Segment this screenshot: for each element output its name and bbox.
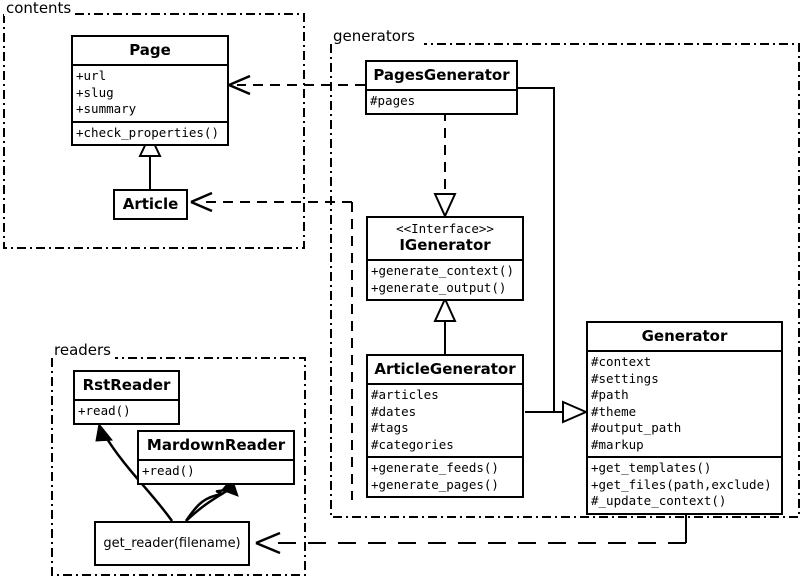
class-member: +slug <box>76 84 114 100</box>
class-member: +generate_pages() <box>371 476 499 492</box>
class-box-rstreader[interactable]: RstReader +read() <box>73 370 180 425</box>
class-member: #theme <box>591 403 637 419</box>
dependency-pagesgenerator-to-article <box>190 191 353 500</box>
class-title-pagesgenerator: PagesGenerator <box>367 62 516 91</box>
creates-getreader-to-mardownreader <box>184 476 239 522</box>
class-methods-igenerator: +generate_context() +generate_output() <box>368 261 522 299</box>
package-label-generators: generators <box>331 27 417 45</box>
class-member: #output_path <box>591 420 682 435</box>
class-methods-generator: +get_templates() +get_files(path,exclude… <box>588 458 781 513</box>
class-member: +read() <box>78 403 131 418</box>
generalization-articlegenerator-to-igenerator <box>433 296 457 354</box>
realization-pagesgenerator-to-igenerator <box>433 111 457 219</box>
class-member: #settings <box>591 370 659 386</box>
class-title-articlegenerator: ArticleGenerator <box>368 356 522 385</box>
class-attributes-articlegenerator: #articles #dates #tags #categories <box>368 385 522 458</box>
class-member: #pages <box>370 93 416 108</box>
package-frame-generators <box>330 43 800 518</box>
class-title-rstreader: RstReader <box>75 372 178 401</box>
dependency-pagesgenerator-to-page <box>228 74 365 96</box>
class-member: +check_properties() <box>76 124 219 140</box>
class-box-generator[interactable]: Generator #context #settings #path #them… <box>586 321 783 515</box>
class-attributes-generator: #context #settings #path #theme #output_… <box>588 352 781 458</box>
class-title-page: Page <box>73 37 227 66</box>
function-box-label: get_reader(filename) <box>103 536 241 551</box>
class-member: #context <box>591 354 652 369</box>
class-box-page[interactable]: Page +url +slug +summary +check_properti… <box>71 35 229 146</box>
class-member: #dates <box>371 403 417 419</box>
class-title-mardownreader: MardownReader <box>139 432 293 461</box>
class-member: #_update_context() <box>591 493 727 508</box>
class-box-igenerator[interactable]: <<Interface>> IGenerator +generate_conte… <box>366 216 524 302</box>
class-attributes-page: +url +slug +summary <box>73 66 227 123</box>
class-methods-articlegenerator: +generate_feeds() +generate_pages() <box>368 458 522 496</box>
class-member: #categories <box>371 436 454 452</box>
generalization-generators-to-generator <box>518 87 589 424</box>
class-member: +generate_context() <box>371 263 514 279</box>
package-frame-readers <box>51 357 306 576</box>
class-box-pagesgenerator[interactable]: PagesGenerator #pages <box>365 60 518 115</box>
class-member: #markup <box>591 436 644 452</box>
class-member: +read() <box>142 463 195 478</box>
package-label-contents: contents <box>4 0 74 17</box>
class-member: +get_templates() <box>591 460 712 475</box>
class-box-articlegenerator[interactable]: ArticleGenerator #articles #dates #tags … <box>366 354 524 498</box>
class-member: +generate_feeds() <box>371 460 499 475</box>
class-member: #path <box>591 387 629 402</box>
class-member: +get_files(path,exclude) <box>591 476 772 492</box>
class-member: +url <box>76 68 107 83</box>
package-label-readers: readers <box>52 341 113 359</box>
class-title-igenerator: <<Interface>> IGenerator <box>368 218 522 262</box>
class-member: #articles <box>371 387 439 402</box>
package-frame-contents <box>3 13 305 249</box>
function-box-get-reader[interactable]: get_reader(filename) <box>94 521 250 566</box>
class-methods-rstreader: +read() <box>75 401 178 423</box>
class-methods-mardownreader: +read() <box>139 461 293 483</box>
class-stereotype-igenerator: <<Interface>> <box>396 221 494 236</box>
class-member: #tags <box>371 420 409 435</box>
class-attributes-pagesgenerator: #pages <box>367 91 516 113</box>
class-methods-page: +check_properties() <box>73 123 227 145</box>
class-member: +summary <box>76 101 137 116</box>
class-member: +generate_output() <box>371 279 507 295</box>
class-title-article: Article <box>122 195 179 213</box>
class-title-generator: Generator <box>588 323 781 352</box>
class-box-article[interactable]: Article <box>113 189 188 220</box>
class-box-mardownreader[interactable]: MardownReader +read() <box>137 430 295 485</box>
